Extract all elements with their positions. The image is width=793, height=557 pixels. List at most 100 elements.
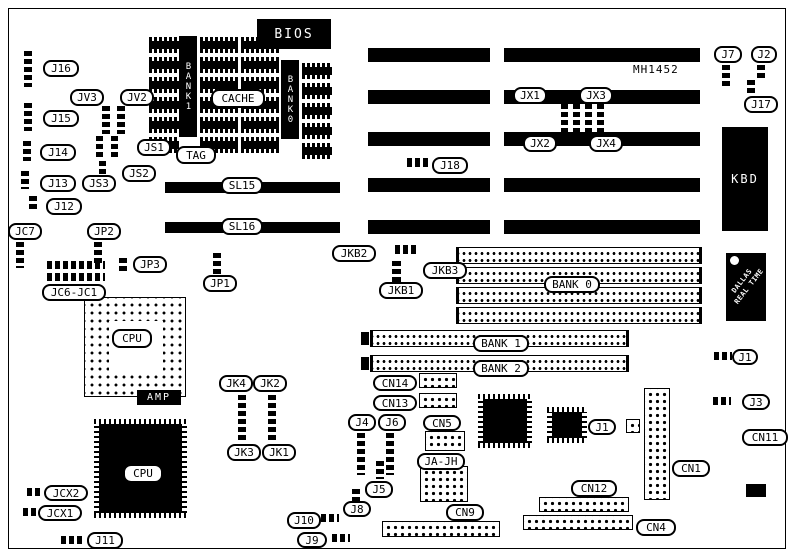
jc6-jc1-jumpers (47, 273, 105, 281)
label-jk4: JK4 (219, 375, 253, 392)
isa-slot (504, 220, 700, 234)
label-j6: J6 (378, 414, 406, 431)
label-cache: CACHE (211, 89, 265, 108)
label-j1-center: J1 (588, 419, 616, 435)
label-j7: J7 (714, 46, 742, 63)
j12-jumper (29, 196, 37, 210)
label-tag: TAG (176, 146, 216, 164)
cn5-connector (425, 431, 465, 451)
j3-jumper (713, 397, 731, 405)
amp-connector: AMP (137, 390, 181, 405)
cn12-connector (539, 497, 629, 512)
chipset-ic (478, 394, 532, 448)
label-jv3: JV3 (70, 89, 104, 106)
cache-dip-chip (302, 83, 332, 99)
j13-jumper (21, 171, 29, 189)
label-jv2: JV2 (120, 89, 154, 106)
label-cn9: CN9 (446, 504, 484, 521)
j6-jumper (386, 433, 394, 475)
label-jx2: JX2 (523, 135, 557, 152)
label-jx1: JX1 (513, 87, 547, 104)
isa-slot (368, 220, 490, 234)
cache-dip-chip (302, 143, 332, 159)
isa-slot (368, 90, 490, 104)
label-jp3: JP3 (133, 256, 167, 273)
label-ja-jh: JA-JH (417, 453, 465, 470)
jp3-jumper (119, 258, 127, 272)
jx-jumper (597, 104, 604, 132)
j9-jumper (332, 534, 350, 542)
j14-jumper (23, 141, 31, 161)
cache-dip-chip (149, 117, 179, 133)
isa-slot (504, 48, 700, 62)
ja-jh-jumper-block (420, 466, 468, 502)
bank0-cache-bar: BANK0 (281, 60, 299, 139)
label-sl16: SL16 (221, 218, 263, 235)
label-cn1: CN1 (672, 460, 710, 477)
jk4-jumper (238, 395, 246, 441)
label-j10: J10 (287, 512, 321, 529)
jc6-jc1-jumpers (47, 261, 105, 269)
jk2-jumper (268, 395, 276, 441)
j4-jumper (357, 433, 365, 475)
label-j16: J16 (43, 60, 79, 77)
label-j1-right: J1 (732, 349, 758, 365)
jx-jumper (561, 104, 568, 132)
label-jk3: JK3 (227, 444, 261, 461)
cache-dip-chip (302, 103, 332, 119)
label-cpu-socket: CPU (112, 329, 152, 348)
bank1-endcap (361, 332, 369, 345)
j15-jumper (24, 103, 32, 131)
j10-jumper (321, 514, 339, 522)
label-cn14: CN14 (373, 375, 417, 391)
label-j12: J12 (46, 198, 82, 215)
label-cn13: CN13 (373, 395, 417, 411)
label-j4: J4 (348, 414, 376, 431)
j11-jumper (61, 536, 85, 544)
jp1-jumper (213, 253, 221, 275)
label-j8: J8 (343, 501, 371, 517)
j5-jumper (376, 461, 384, 479)
j7-jumper (722, 65, 730, 87)
label-jp2: JP2 (87, 223, 121, 240)
bank0-simm-socket (456, 247, 702, 264)
isa-slot (368, 132, 490, 146)
cache-dip-chip (241, 137, 279, 153)
label-j17: J17 (744, 96, 778, 113)
label-cn11: CN11 (742, 429, 788, 446)
cache-dip-chip (149, 97, 179, 113)
label-j15: J15 (43, 110, 79, 127)
dallas-logo-text: DALLAS REAL TIME (730, 267, 766, 306)
label-jcx1: JCX1 (38, 505, 82, 521)
cn4-connector (523, 515, 633, 530)
jcx2-jumper (27, 488, 43, 496)
label-j3: J3 (742, 394, 770, 410)
cache-dip-chip (241, 57, 279, 73)
label-cpu-chip: CPU (123, 464, 163, 483)
label-jkb2: JKB2 (332, 245, 376, 262)
label-j18: J18 (432, 157, 468, 174)
j1-right-jumper (714, 352, 732, 360)
label-jc7: JC7 (8, 223, 42, 240)
isa-slot (504, 178, 700, 192)
cache-dip-chip (149, 37, 179, 53)
label-j9: J9 (297, 532, 327, 548)
label-jc6-jc1: JC6-JC1 (42, 284, 106, 301)
j17-jumper (747, 80, 755, 96)
jv2-jumper (117, 106, 125, 134)
label-bank2: BANK 2 (473, 360, 529, 377)
cn13-connector (419, 393, 457, 408)
js-jumper (111, 136, 118, 158)
label-jk1: JK1 (262, 444, 296, 461)
jkb2-jumper (395, 245, 417, 254)
cache-dip-chip (200, 117, 238, 133)
label-jkb1: JKB1 (379, 282, 423, 299)
part-number-text: MH1452 (633, 63, 679, 76)
label-j11: J11 (87, 532, 123, 549)
label-bank0: BANK 0 (544, 276, 600, 293)
diagram-border (8, 8, 786, 549)
label-jkb3: JKB3 (423, 262, 467, 279)
j8-jumper (352, 489, 360, 501)
cn14-connector (419, 373, 457, 388)
label-j2: J2 (751, 46, 777, 63)
